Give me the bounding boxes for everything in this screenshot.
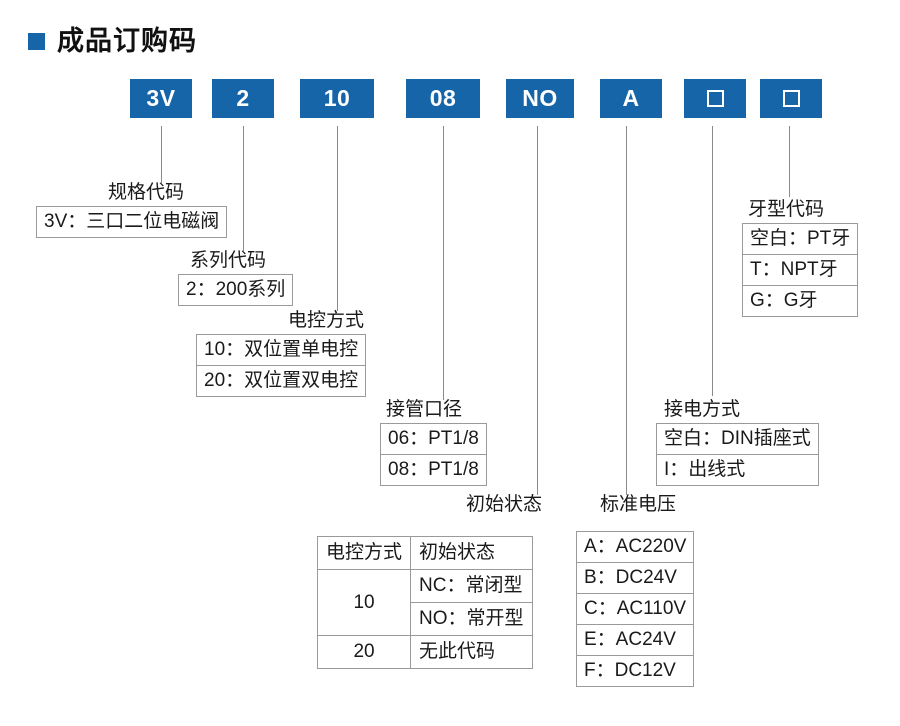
caption-standard-voltage: 标准电压 [600, 494, 677, 515]
page-header: 成品订购码 [28, 28, 197, 55]
table-header-state: 初始状态 [410, 536, 533, 570]
table-row: 10 NC：常闭型 [316, 569, 533, 636]
option-item: 20：双位置双电控 [204, 370, 359, 391]
table-cell-mode: 10 [316, 569, 412, 636]
option-item: 2：200系列 [186, 279, 286, 300]
table-cell-state: NO：常开型 [410, 602, 533, 636]
code-box-control-mode[interactable]: 10 [300, 79, 374, 118]
option-item: 3V：三口二位电磁阀 [44, 211, 220, 232]
code-box-wiring-mode[interactable] [684, 79, 746, 118]
caption-series-code: 系列代码 [190, 250, 267, 271]
table-cell-state: NC：常闭型 [410, 569, 533, 603]
table-row: 电控方式 初始状态 [316, 536, 533, 570]
caption-port-size: 接管口径 [386, 399, 463, 420]
caption-control-mode: 电控方式 [288, 310, 365, 331]
code-box-initial-state[interactable]: NO [506, 79, 574, 118]
option-item: A：AC220V [577, 532, 694, 563]
optlist-spec-code: 3V：三口二位电磁阀 [36, 206, 228, 238]
caption-thread-code: 牙型代码 [748, 199, 825, 220]
code-box-port-size[interactable]: 08 [406, 79, 480, 118]
option-item: C：AC110V [577, 594, 694, 625]
option-item: F：DC12V [584, 660, 676, 681]
option-item: B：DC24V [577, 563, 694, 594]
code-box-thread[interactable] [760, 79, 822, 118]
caption-wiring-mode: 接电方式 [664, 399, 741, 420]
option-item: 08：PT1/8 [388, 459, 479, 480]
connector-line-wiring-mode [712, 126, 713, 396]
option-item: G：G牙 [750, 290, 818, 311]
code-box-series[interactable]: 2 [212, 79, 274, 118]
connector-line-voltage [626, 126, 627, 495]
table-row: 20 无此代码 [316, 635, 533, 669]
caption-initial-state: 初始状态 [466, 494, 543, 515]
placeholder-square-icon [706, 90, 724, 107]
table-header-mode: 电控方式 [316, 536, 412, 570]
optlist-series-code: 2：200系列 [178, 274, 294, 306]
connector-line-port-size [443, 126, 444, 400]
code-box-voltage[interactable]: A [600, 79, 662, 118]
optlist-thread-code: 空白：PT牙 T：NPT牙 G：G牙 [742, 223, 859, 317]
bullet-square-icon [28, 33, 45, 50]
connector-line-control-mode [337, 126, 338, 311]
table-row: NO：常开型 [318, 602, 533, 636]
placeholder-square-icon [782, 90, 800, 107]
table-cell-mode: 20 [316, 635, 412, 669]
optlist-wiring-mode: 空白：DIN插座式 I：出线式 [656, 423, 819, 486]
option-item: 10：双位置单电控 [197, 335, 366, 366]
caption-spec-code: 规格代码 [108, 182, 185, 203]
connector-line-thread [789, 126, 790, 197]
optlist-port-size: 06：PT1/8 08：PT1/8 [380, 423, 487, 486]
code-box-spec[interactable]: 3V [130, 79, 192, 118]
option-item: E：AC24V [577, 625, 694, 656]
table-initial-state: 电控方式 初始状态 10 NC：常闭型 NO：常开型 20 无此代码 [316, 536, 533, 669]
optlist-control-mode: 10：双位置单电控 20：双位置双电控 [196, 334, 367, 397]
connector-line-initial-state [537, 126, 538, 495]
optlist-standard-voltage: A：AC220V B：DC24V C：AC110V E：AC24V F：DC12… [576, 531, 695, 687]
option-item: 空白：PT牙 [743, 224, 858, 255]
option-item: 06：PT1/8 [381, 424, 486, 455]
connector-line-series [243, 126, 244, 251]
page-title: 成品订购码 [57, 26, 197, 56]
connector-line-spec [161, 126, 162, 183]
option-item: T：NPT牙 [743, 255, 858, 286]
option-item: 空白：DIN插座式 [657, 424, 818, 455]
table-cell-state: 无此代码 [410, 635, 533, 669]
option-item: I：出线式 [664, 459, 746, 480]
